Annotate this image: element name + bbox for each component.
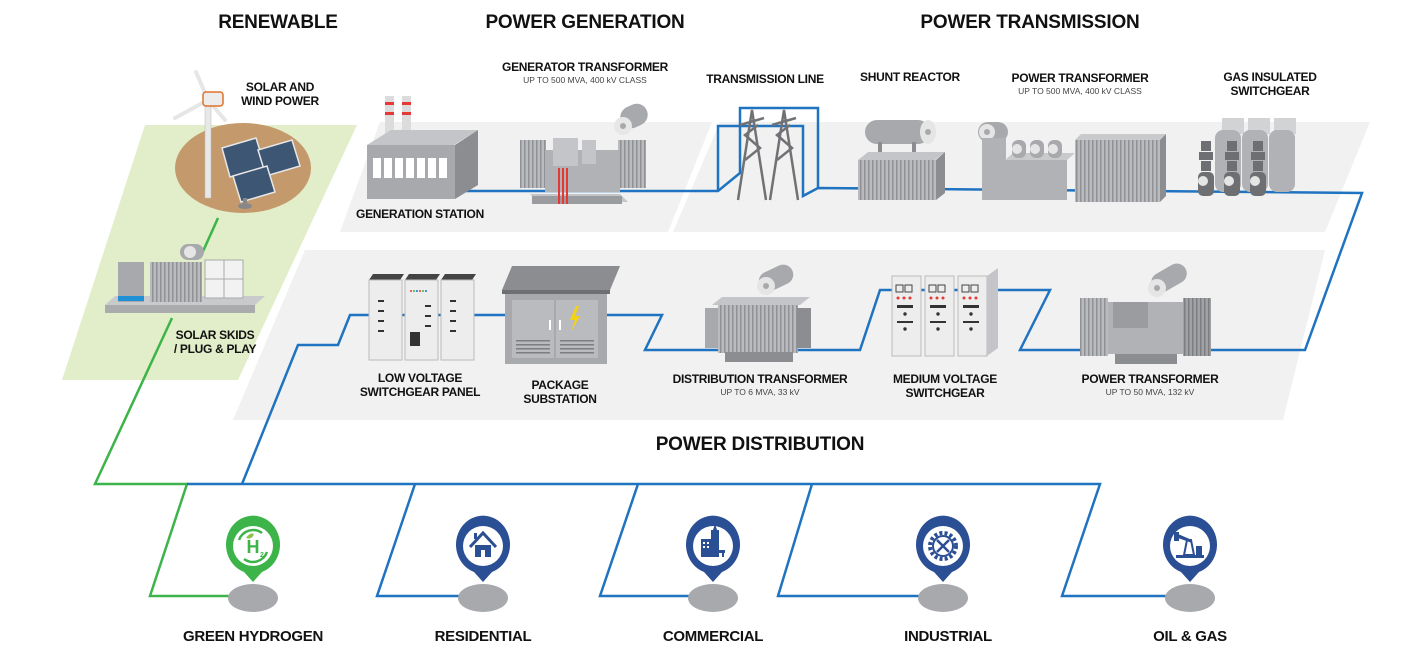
label-transmission-line: TRANSMISSION LINE [706,72,824,86]
destination-pin-industrial[interactable] [916,515,970,612]
power-transformer-transmission-illustration [978,122,1166,202]
blue-branch-residential [375,483,470,598]
wind-turbine-icon [173,70,227,122]
label-power-transformer-distribution: POWER TRANSFORMER UP TO 50 MVA, 132 kV [1075,372,1225,398]
shunt-reactor-illustration [858,120,945,200]
blue-line-main-feeder [187,482,1190,598]
section-title-power-distribution: POWER DISTRIBUTION [655,434,865,455]
distribution-transformer-spec: UP TO 6 MVA, 33 kV [720,387,800,398]
blue-branch-industrial [776,483,930,598]
house-icon [468,530,498,557]
solar-wind-farm-illustration [173,70,311,213]
svg-text:2: 2 [260,552,264,559]
label-gas-insulated-switchgear: GAS INSULATED SWITCHGEAR [1223,70,1317,99]
lightning-icon [570,306,580,332]
oil-pump-icon [1174,532,1204,558]
destination-label-residential: RESIDENTIAL [434,628,532,645]
transmission-towers-illustration [736,109,800,201]
power-transformer-distribution-illustration [1080,263,1211,364]
label-distribution-transformer: DISTRIBUTION TRANSFORMER UP TO 6 MVA, 33… [670,372,850,398]
svg-text:H: H [247,537,260,557]
label-solar-wind-power: SOLAR AND WIND POWER [241,80,319,109]
blue-branch-commercial [598,483,690,598]
blue-line-transmission-loop [716,124,1364,352]
label-shunt-reactor: SHUNT REACTOR [860,70,960,84]
generation-station-illustration [367,96,478,199]
section-title-power-generation: POWER GENERATION [485,12,685,33]
package-substation-illustration [502,266,620,364]
destination-pin-commercial[interactable] [685,515,741,612]
destination-label-industrial: INDUSTRIAL [904,628,992,645]
gas-insulated-switchgear-illustration [1198,118,1296,196]
low-voltage-switchgear-illustration [368,274,476,361]
destination-label-oil-gas: OIL & GAS [1153,628,1227,645]
destination-label-commercial: COMMERCIAL [662,628,764,645]
generator-transformer-spec: UP TO 500 MVA, 400 kV CLASS [523,75,647,86]
distribution-transformer-illustration [705,264,811,362]
power-transformer-distribution-name: POWER TRANSFORMER [1081,372,1219,386]
label-power-transformer-transmission: POWER TRANSFORMER UP TO 500 MVA, 400 kV … [1000,71,1160,97]
solar-panel-icon [221,137,301,209]
section-title-renewable: RENEWABLE [218,12,338,33]
solar-skid-illustration [105,244,265,313]
label-generator-transformer: GENERATOR TRANSFORMER UP TO 500 MVA, 400… [490,60,680,86]
label-generation-station: GENERATION STATION [356,207,484,221]
blue-line-generation [465,106,820,193]
power-transformer-distribution-spec: UP TO 50 MVA, 132 kV [1105,387,1195,398]
destination-pin-residential[interactable] [456,515,511,612]
generator-transformer-name: GENERATOR TRANSFORMER [502,60,668,74]
generator-transformer-illustration [520,103,648,204]
label-solar-skids: SOLAR SKIDS / PLUG & PLAY [173,328,257,357]
distribution-transformer-name: DISTRIBUTION TRANSFORMER [672,372,848,386]
destination-pin-green-hydrogen[interactable]: H 2 [226,515,280,612]
label-package-substation: PACKAGE SUBSTATION [523,378,597,407]
power-transformer-transmission-name: POWER TRANSFORMER [1011,71,1149,85]
hydrogen-icon: H 2 [237,528,269,564]
label-medium-voltage-switchgear: MEDIUM VOLTAGE SWITCHGEAR [892,372,998,401]
power-transformer-transmission-spec: UP TO 500 MVA, 400 kV CLASS [1018,86,1142,97]
buildings-icon [701,524,725,557]
destination-label-green-hydrogen: GREEN HYDROGEN [183,628,323,645]
medium-voltage-switchgear-illustration [891,268,998,357]
blue-line-distribution [240,288,1080,485]
gear-tools-icon [928,531,958,561]
label-low-voltage-switchgear: LOW VOLTAGE SWITCHGEAR PANEL [359,371,481,400]
destination-pin-oil-gas[interactable] [1163,515,1217,612]
section-title-power-transmission: POWER TRANSMISSION [920,12,1140,33]
